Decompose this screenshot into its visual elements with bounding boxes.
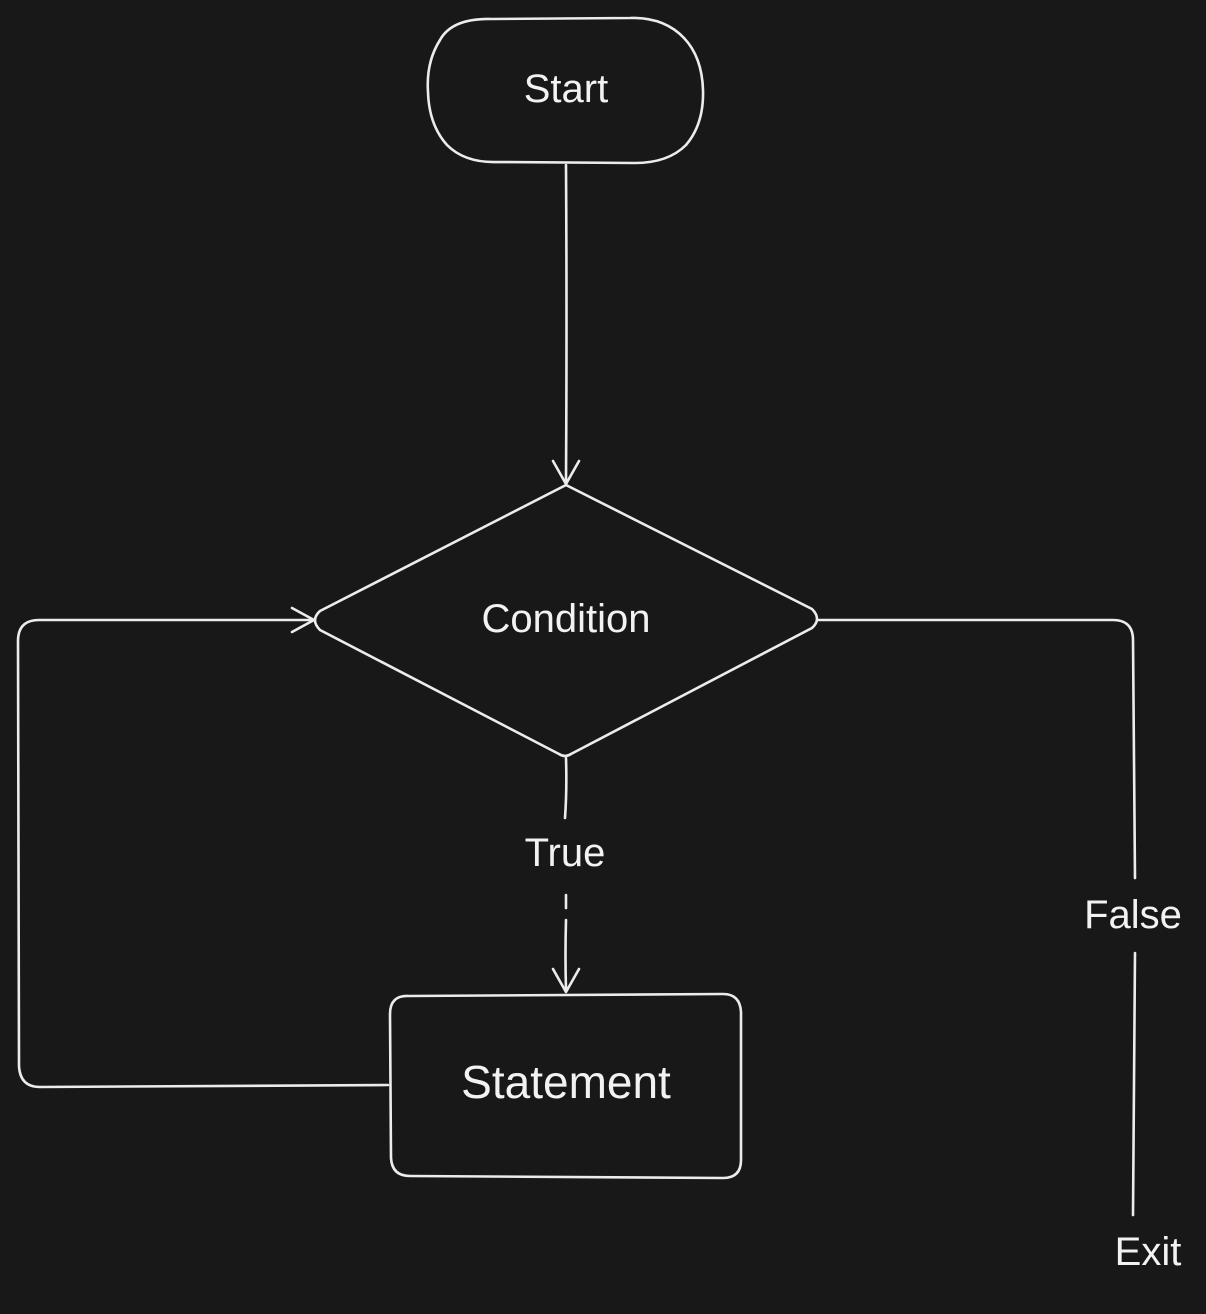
- arrow-start-to-condition: [551, 163, 581, 486]
- arrow-loop-back: [16, 606, 390, 1089]
- exit-label: Exit: [1115, 1230, 1182, 1274]
- arrow-false-branch: False: [816, 618, 1182, 1217]
- exit-node[interactable]: Exit: [1115, 1230, 1182, 1274]
- false-label: False: [1084, 893, 1182, 937]
- true-label: True: [525, 831, 606, 875]
- arrow-true-branch: True: [525, 756, 606, 994]
- start-label: Start: [524, 67, 608, 111]
- start-node[interactable]: Start: [426, 16, 705, 165]
- statement-node[interactable]: Statement: [388, 992, 743, 1180]
- statement-label: Statement: [461, 1056, 671, 1108]
- condition-label: Condition: [481, 597, 650, 641]
- condition-node[interactable]: Condition: [313, 483, 819, 758]
